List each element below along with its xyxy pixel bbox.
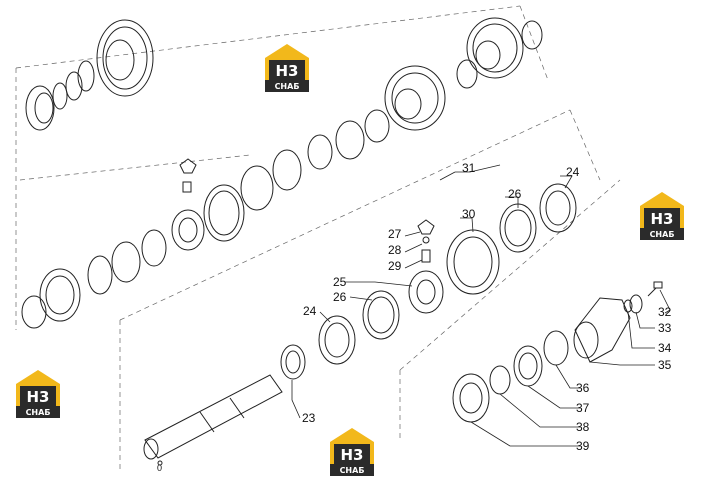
label-24-upper: 24 [566, 165, 580, 179]
mainshaft [143, 374, 283, 466]
svg-text:CHAБ: CHAБ [26, 408, 51, 417]
watermark-logo-top: H3 CHAБ [265, 44, 309, 92]
upper-gear-large-right [466, 17, 524, 79]
upper-rings-left [52, 60, 95, 110]
label-26-upper: 26 [508, 187, 522, 201]
label-35: 35 [658, 358, 672, 372]
upper-gear-large-left [96, 19, 154, 97]
ring-26-upper [499, 203, 537, 253]
label-33: 33 [658, 321, 672, 335]
ring-24-lower [318, 315, 356, 365]
gear-39 [452, 373, 490, 423]
housing-35 [573, 297, 631, 363]
upper-synchro-hub-center [384, 65, 446, 131]
svg-text:H3: H3 [276, 62, 299, 80]
svg-text:CHAБ: CHAБ [275, 82, 300, 91]
gear-23 [280, 344, 306, 380]
svg-text:H3: H3 [341, 446, 364, 464]
label-0: 0 [157, 463, 162, 473]
bolt-washer-32-33-34 [623, 281, 663, 314]
label-23: 23 [302, 411, 316, 425]
hub-25 [408, 270, 444, 314]
label-25: 25 [333, 275, 347, 289]
upper-left-rings [87, 229, 167, 295]
leader-lines [291, 164, 671, 447]
label-31: 31 [462, 161, 476, 175]
label-30: 30 [462, 207, 476, 221]
label-29: 29 [388, 259, 402, 273]
label-37: 37 [576, 401, 590, 415]
label-26-lower: 26 [333, 290, 347, 304]
label-38: 38 [576, 420, 590, 434]
svg-text:H3: H3 [651, 210, 674, 228]
watermark-logo-left: H3 CHAБ [16, 370, 60, 418]
dashed-frame-upper [15, 5, 549, 330]
label-36: 36 [576, 381, 590, 395]
part-labels: 31 30 26 24 27 28 29 25 26 24 23 0 32 33… [157, 161, 672, 473]
watermark-logo-right: H3 CHAБ [640, 192, 684, 240]
upper-bearing-left [25, 85, 55, 131]
label-34: 34 [658, 341, 672, 355]
label-24-lower: 24 [303, 304, 317, 318]
upper-middle-rings [240, 109, 390, 211]
dashed-frame-lower [119, 109, 621, 470]
detent-27-28-29 [417, 219, 435, 263]
label-32: 32 [658, 305, 672, 319]
svg-text:CHAБ: CHAБ [650, 230, 675, 239]
svg-text:H3: H3 [27, 388, 50, 406]
label-39: 39 [576, 439, 590, 453]
upper-left-gear [21, 268, 81, 329]
ring-24-upper [539, 183, 577, 233]
upper-hub-detent [171, 158, 205, 251]
watermark-logo-bottom: H3 CHAБ [330, 428, 374, 476]
sleeve-30 [446, 229, 500, 295]
svg-text:CHAБ: CHAБ [340, 466, 365, 475]
upper-sleeve [203, 184, 245, 242]
label-28: 28 [388, 243, 402, 257]
ring-26-lower [362, 290, 400, 340]
label-27: 27 [388, 227, 402, 241]
upper-snap-rings-right [456, 20, 543, 89]
bearing-36-37-38 [489, 330, 569, 395]
